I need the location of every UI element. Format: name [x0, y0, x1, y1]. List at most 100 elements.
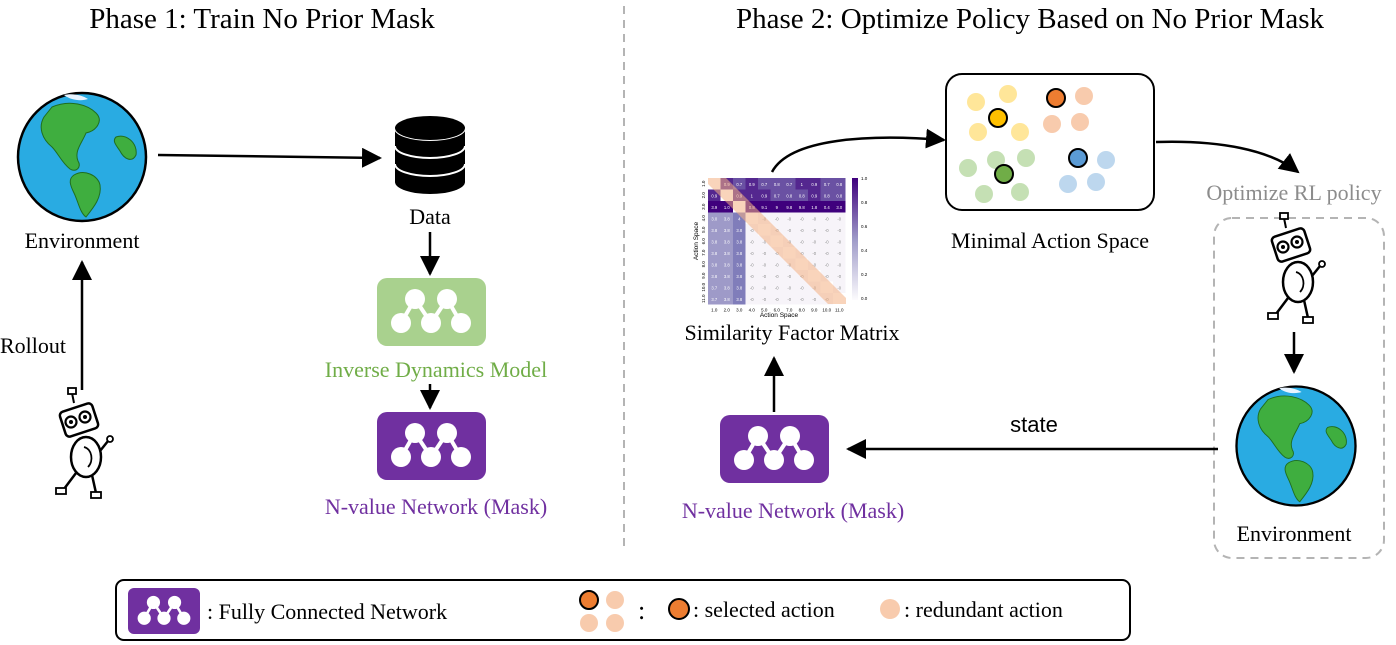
similarity-matrix: 0.90.70.90.70.80.710.90.70.80.90.910.90.… [693, 176, 868, 319]
matrix-y-tick: 11.0 [701, 294, 706, 303]
matrix-cell [733, 270, 746, 282]
matrix-cell [795, 293, 808, 305]
matrix-cell [745, 224, 758, 236]
matrix-x-tick: 6.0 [774, 308, 781, 313]
matrix-cell [820, 235, 833, 247]
matrix-cell-value: -0 [837, 285, 841, 290]
matrix-cell [745, 293, 758, 305]
matrix-cell [770, 293, 783, 305]
legend-redundant-label: : redundant action [904, 597, 1063, 622]
matrix-cell [808, 224, 821, 236]
matrix-cell-value: 0.9 [749, 182, 755, 187]
matrix-cell-value: -0 [775, 274, 779, 279]
matrix-y-tick: 9.0 [701, 272, 706, 279]
matrix-cell-value: 9.8 [786, 205, 792, 210]
matrix-cell [795, 247, 808, 259]
matrix-cell-value: 0.8 [799, 193, 805, 198]
matrix-x-tick: 10.0 [822, 308, 831, 313]
matrix-colorbar-tick: 0.2 [861, 272, 868, 277]
matrix-cell [795, 189, 808, 201]
matrix-cell-value: -0 [800, 297, 804, 302]
phase2-nvalue-network-icon [720, 415, 829, 483]
matrix-cell [708, 212, 721, 224]
matrix-cell-value: 3.9 [711, 205, 717, 210]
matrix-x-tick: 4.0 [749, 308, 756, 313]
matrix-cell [820, 258, 833, 270]
matrix-y-tick: 5.0 [701, 226, 706, 233]
matrix-cell [708, 281, 721, 293]
matrix-cell [720, 212, 733, 224]
matrix-cell [733, 293, 746, 305]
matrix-cell [783, 189, 796, 201]
matrix-cell [733, 247, 746, 259]
matrix-x-tick: 1.0 [711, 308, 718, 313]
matrix-cell-value: -0 [800, 251, 804, 256]
matrix-cell [733, 212, 746, 224]
matrix-cell [708, 201, 721, 213]
matrix-x-axis-label: Action Space [760, 312, 799, 319]
matrix-cell [745, 281, 758, 293]
matrix-cell-value: 3.8 [724, 285, 730, 290]
matrix-cell [820, 189, 833, 201]
matrix-cell-value: 3.8 [736, 262, 742, 267]
matrix-cell [833, 247, 846, 259]
matrix-cell-value: 1.8 [811, 205, 817, 210]
matrix-cell-value: 1 [801, 182, 804, 187]
matrix-cell [758, 247, 771, 259]
matrix-cell-value: 3.8 [711, 274, 717, 279]
matrix-x-tick: 2.0 [724, 308, 731, 313]
matrix-cell-value: -0 [837, 274, 841, 279]
minimal-action-space-label: Minimal Action Space [951, 228, 1149, 253]
matrix-cell-value: -0 [812, 216, 816, 221]
matrix-cell-value: -0 [825, 262, 829, 267]
matrix-x-tick: 11.0 [835, 308, 844, 313]
matrix-cell-value: -0 [800, 285, 804, 290]
matrix-cell-value: 0.8 [824, 193, 830, 198]
matrix-colorbar-tick: 0.0 [861, 296, 868, 301]
matrix-cell-value: 3.8 [736, 239, 742, 244]
phase2-globe-icon [1235, 385, 1357, 507]
matrix-colorbar-tick: 0.4 [861, 248, 868, 253]
matrix-y-tick: 8.0 [701, 261, 706, 268]
phase2-title: Phase 2: Optimize Policy Based on No Pri… [736, 3, 1325, 35]
matrix-cell-value: 0.7 [736, 182, 742, 187]
matrix-cell-value: -0 [825, 216, 829, 221]
matrix-cell-value: 0.8 [774, 182, 780, 187]
matrix-cell-value: 3.8 [724, 274, 730, 279]
matrix-cell-value: -0 [762, 251, 766, 256]
legend-colon: : [638, 596, 645, 625]
matrix-cell [758, 235, 771, 247]
matrix-cell-value: -0 [837, 251, 841, 256]
phase2-environment-label: Environment [1237, 521, 1352, 546]
matrix-cell-value: 1.0 [724, 205, 730, 210]
matrix-diagonal-highlight [708, 178, 846, 304]
matrix-colorbar [852, 178, 858, 300]
globe-icon [16, 91, 148, 223]
matrix-cell [770, 178, 783, 190]
phase1-title: Phase 1: Train No Prior Mask [89, 3, 435, 35]
matrix-cell [758, 293, 771, 305]
space-to-policy-arrow [1155, 140, 1300, 174]
rollout-label: Rollout [0, 333, 66, 358]
matrix-cell [745, 270, 758, 282]
matrix-cell [758, 270, 771, 282]
phase2-nvalue-label: N-value Network (Mask) [682, 498, 904, 523]
matrix-cell [808, 293, 821, 305]
matrix-cell [708, 189, 721, 201]
phase2-robot-icon [1266, 211, 1327, 325]
matrix-cell-value: 0.7 [824, 182, 830, 187]
matrix-x-tick: 3.0 [736, 308, 743, 313]
matrix-cell [770, 212, 783, 224]
database-icon [394, 115, 466, 194]
legend-fcn-label: : Fully Connected Network [207, 599, 447, 624]
matrix-cell [708, 258, 721, 270]
matrix-cell [820, 178, 833, 190]
matrix-cell [795, 224, 808, 236]
minimal-action-space-box [945, 73, 1155, 211]
matrix-cell [795, 201, 808, 213]
matrix-y-tick: 7.0 [701, 249, 706, 256]
state-label: state [1010, 412, 1058, 437]
similarity-matrix-label: Similarity Factor Matrix [684, 320, 899, 345]
matrix-to-space-arrow [770, 128, 946, 173]
